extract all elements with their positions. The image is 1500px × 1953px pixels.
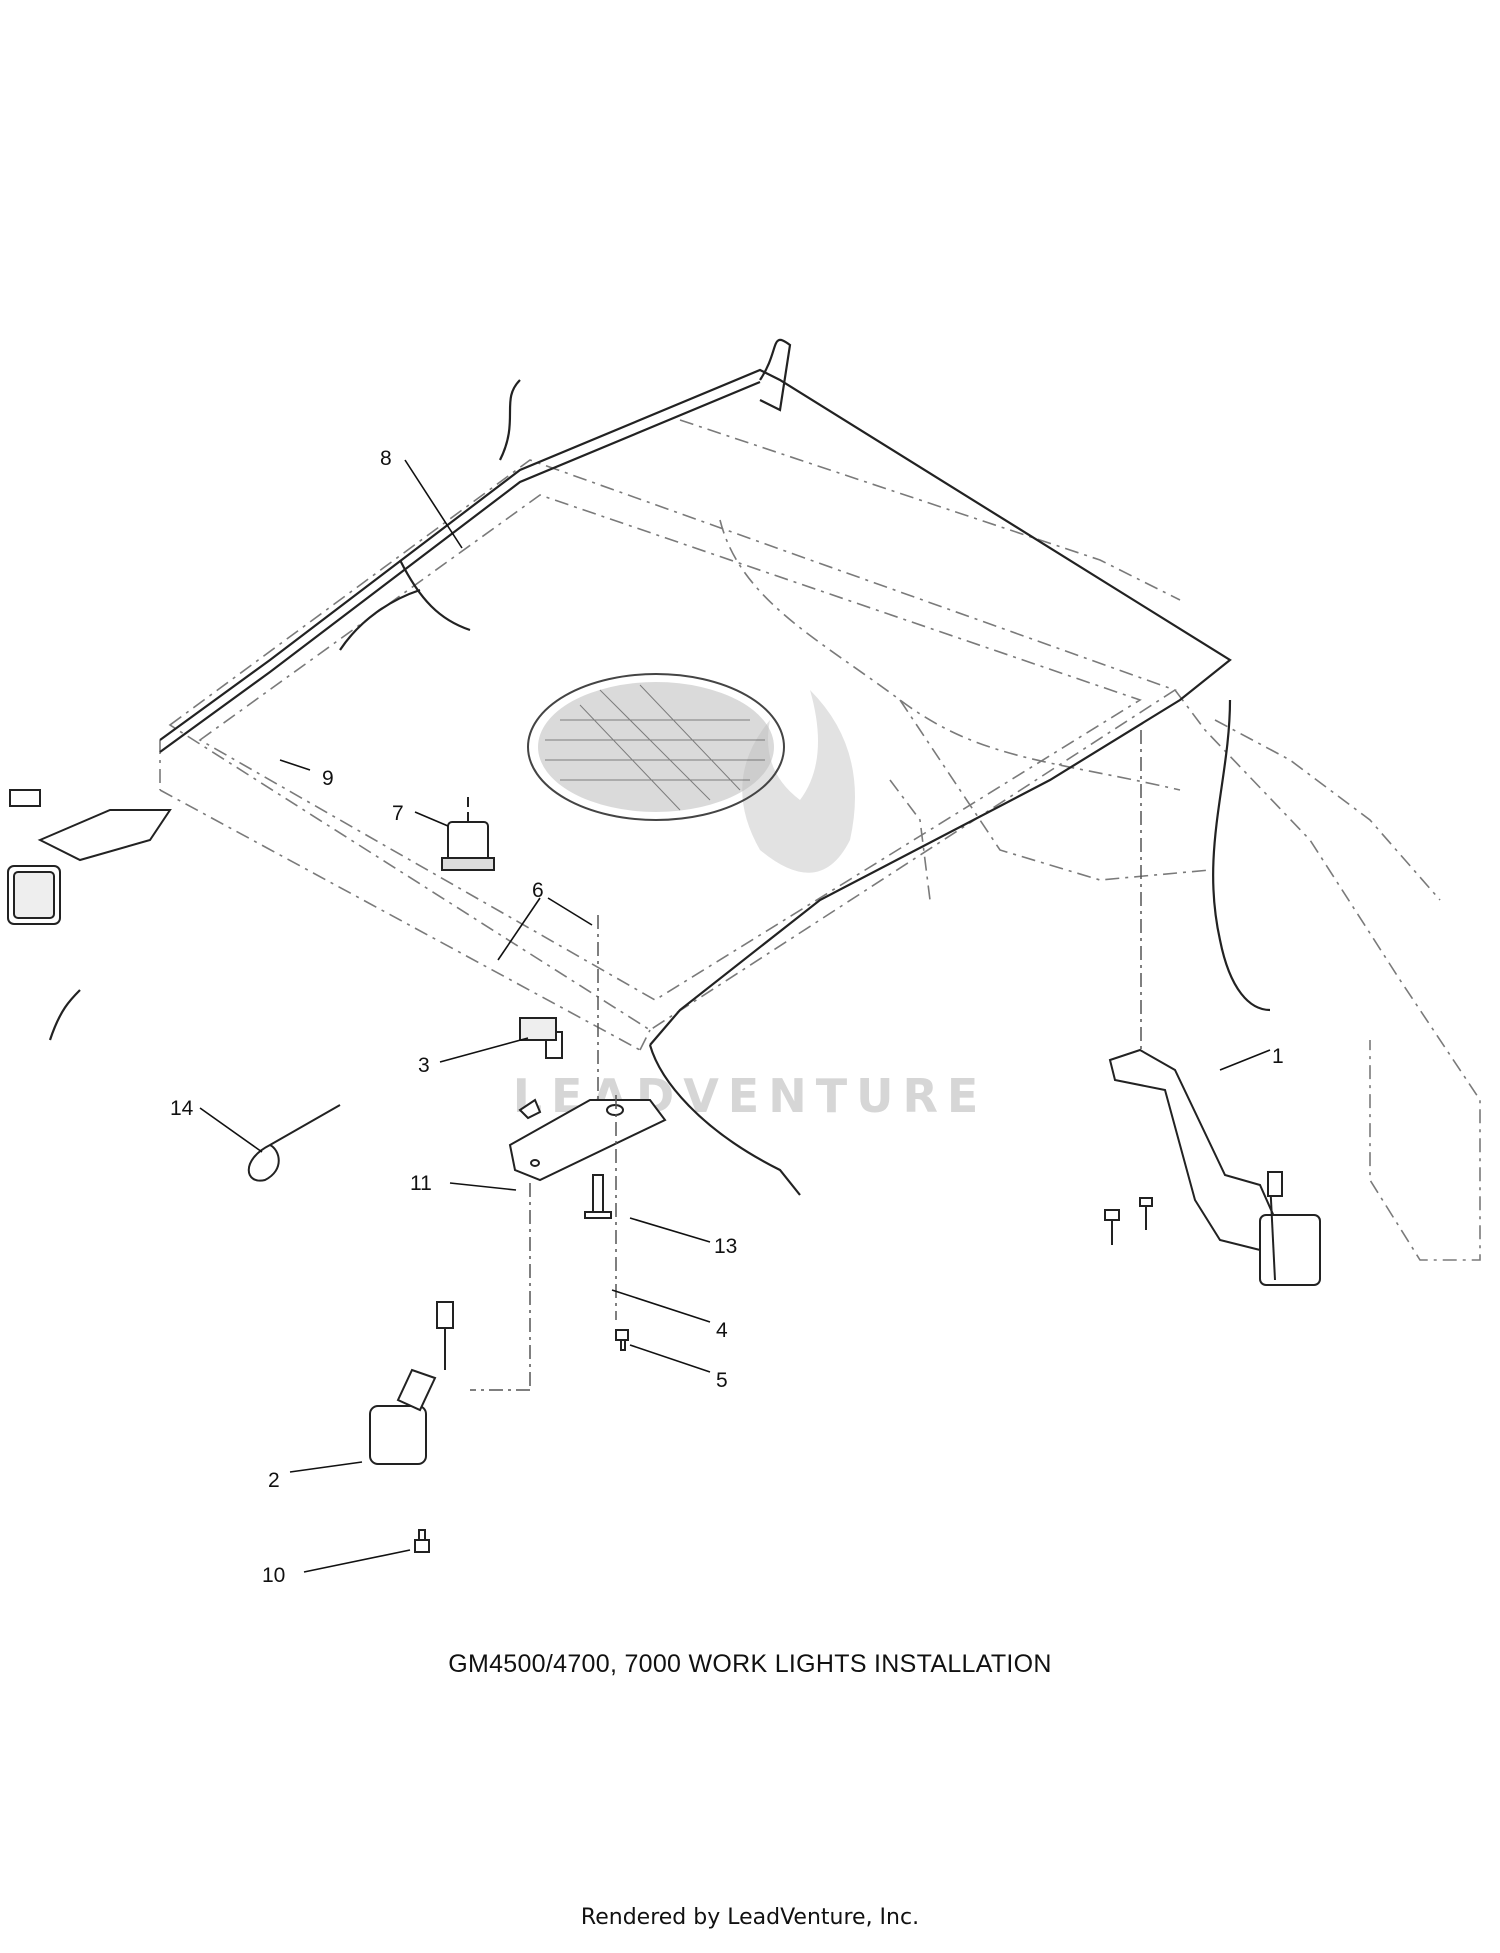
callout-2: 2 bbox=[268, 1469, 280, 1492]
render-credit: Rendered by LeadVenture, Inc. bbox=[580, 1905, 920, 1930]
right-work-light-bracket bbox=[1104, 1048, 1321, 1286]
callout-6: 6 bbox=[532, 879, 544, 902]
leader-4 bbox=[611, 1289, 711, 1323]
leader-10 bbox=[303, 1549, 411, 1573]
lower-work-light bbox=[369, 1301, 454, 1553]
callout-5: 5 bbox=[716, 1369, 728, 1392]
callout-3: 3 bbox=[418, 1054, 430, 1077]
callout-11: 11 bbox=[410, 1172, 432, 1195]
leader-11 bbox=[449, 1182, 517, 1191]
callout-14: 14 bbox=[170, 1097, 194, 1120]
relay-and-tie bbox=[247, 795, 563, 1182]
callout-7: 7 bbox=[392, 802, 404, 825]
callout-13: 13 bbox=[714, 1235, 737, 1258]
leader-1 bbox=[1219, 1049, 1271, 1071]
wiring-harness bbox=[48, 338, 1271, 1196]
leader-5 bbox=[629, 1344, 711, 1373]
leader-8 bbox=[404, 459, 463, 549]
callout-1: 1 bbox=[1272, 1045, 1284, 1068]
diagram-title: GM4500/4700, 7000 WORK LIGHTS INSTALLATI… bbox=[448, 1650, 1052, 1678]
callout-8: 8 bbox=[380, 447, 392, 470]
leader-14 bbox=[199, 1107, 263, 1153]
vent-grille bbox=[527, 673, 785, 821]
callout-numbers: 1 2 3 4 5 6 7 8 9 10 11 13 14 bbox=[170, 447, 1284, 1587]
callout-9: 9 bbox=[322, 767, 334, 790]
mounting-plate bbox=[508, 1098, 667, 1351]
leader-7 bbox=[414, 811, 449, 827]
leader-3 bbox=[439, 1037, 529, 1063]
assembly-leaders bbox=[470, 730, 1142, 1391]
leader-2 bbox=[289, 1461, 363, 1473]
leader-6b bbox=[547, 897, 593, 926]
platform-frame bbox=[159, 419, 1481, 1261]
leader-13 bbox=[629, 1217, 711, 1243]
callout-leaders bbox=[199, 459, 1271, 1573]
leader-6a bbox=[497, 897, 541, 961]
leader-9 bbox=[279, 759, 311, 771]
callout-10: 10 bbox=[262, 1564, 285, 1587]
left-work-light bbox=[7, 789, 172, 925]
callout-4: 4 bbox=[716, 1319, 728, 1342]
watermark-logo bbox=[742, 690, 855, 873]
